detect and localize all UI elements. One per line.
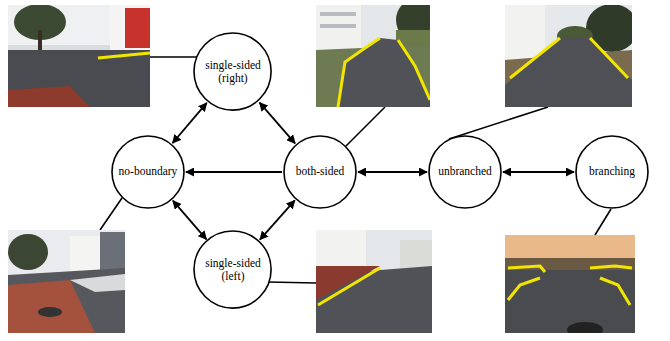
road-photo bbox=[70, 274, 125, 292]
circle-outline bbox=[576, 136, 648, 208]
circle-outline bbox=[429, 136, 501, 208]
road-photo bbox=[508, 266, 545, 272]
road-photo bbox=[600, 278, 630, 305]
state-label: single-sided (right) bbox=[200, 59, 266, 85]
state-circle: single-sided (left) bbox=[193, 230, 272, 309]
transition-arrow bbox=[173, 201, 207, 240]
road-photo bbox=[508, 278, 540, 300]
road-photo bbox=[8, 230, 125, 333]
road-photo bbox=[125, 8, 150, 48]
road-photo bbox=[320, 12, 356, 16]
road-photo bbox=[338, 38, 380, 107]
leader-lines bbox=[268, 282, 316, 283]
road-photo bbox=[110, 5, 150, 55]
circle-outline bbox=[112, 136, 184, 208]
road-photo bbox=[316, 5, 361, 55]
transition-arrow bbox=[260, 103, 295, 144]
road-photo bbox=[320, 24, 356, 28]
state-label: branching bbox=[589, 165, 635, 178]
road-photo bbox=[8, 5, 150, 107]
state-circle: unbranched bbox=[428, 135, 502, 209]
road-photo bbox=[8, 50, 150, 107]
state-circle: both-sided bbox=[283, 135, 357, 209]
state-circle: no-boundary bbox=[111, 135, 185, 209]
road-photo bbox=[338, 38, 430, 107]
road-photo bbox=[505, 235, 635, 333]
leader-lines bbox=[150, 56, 199, 58]
road-photo bbox=[505, 38, 632, 107]
road-photo bbox=[567, 322, 603, 333]
leader-lines bbox=[449, 107, 548, 139]
road-photo bbox=[316, 5, 430, 107]
road-photo bbox=[98, 53, 150, 58]
road-photo bbox=[38, 30, 42, 52]
road-photo bbox=[8, 268, 125, 333]
leader-lines bbox=[595, 209, 611, 235]
circle-outline bbox=[194, 33, 271, 110]
road-photo bbox=[590, 266, 632, 268]
transition-arrow bbox=[186, 171, 282, 173]
road-photo bbox=[400, 240, 432, 270]
road-photo bbox=[8, 86, 90, 107]
leader-lines bbox=[346, 107, 385, 146]
road-photo bbox=[510, 38, 560, 78]
road-photo bbox=[316, 266, 432, 333]
road-photo bbox=[8, 230, 125, 333]
leader-lines bbox=[100, 198, 122, 230]
road-photo bbox=[8, 280, 95, 333]
circle-outline bbox=[194, 231, 271, 308]
transition-arrow bbox=[503, 171, 574, 173]
transition-arrow bbox=[358, 171, 427, 173]
road-photo bbox=[505, 235, 635, 333]
road-photo bbox=[318, 268, 380, 305]
state-label: unbranched bbox=[438, 165, 492, 178]
road-photo bbox=[316, 266, 380, 300]
road-photo bbox=[8, 234, 48, 270]
road-photo bbox=[38, 307, 62, 317]
state-circle: branching bbox=[575, 135, 649, 209]
road-photo bbox=[316, 230, 432, 333]
transition-arrow bbox=[260, 200, 295, 239]
state-label: single-sided (left) bbox=[200, 257, 266, 283]
state-label: both-sided bbox=[296, 165, 345, 178]
road-photo bbox=[505, 270, 635, 333]
road-photo bbox=[316, 230, 432, 333]
road-photo bbox=[590, 38, 628, 78]
circle-outline bbox=[284, 136, 356, 208]
road-photo bbox=[505, 5, 632, 107]
road-photo bbox=[398, 40, 430, 100]
state-circle: single-sided (right) bbox=[193, 32, 272, 111]
state-label: no-boundary bbox=[119, 165, 178, 178]
road-photo bbox=[8, 5, 150, 107]
transition-arrow bbox=[173, 103, 207, 143]
